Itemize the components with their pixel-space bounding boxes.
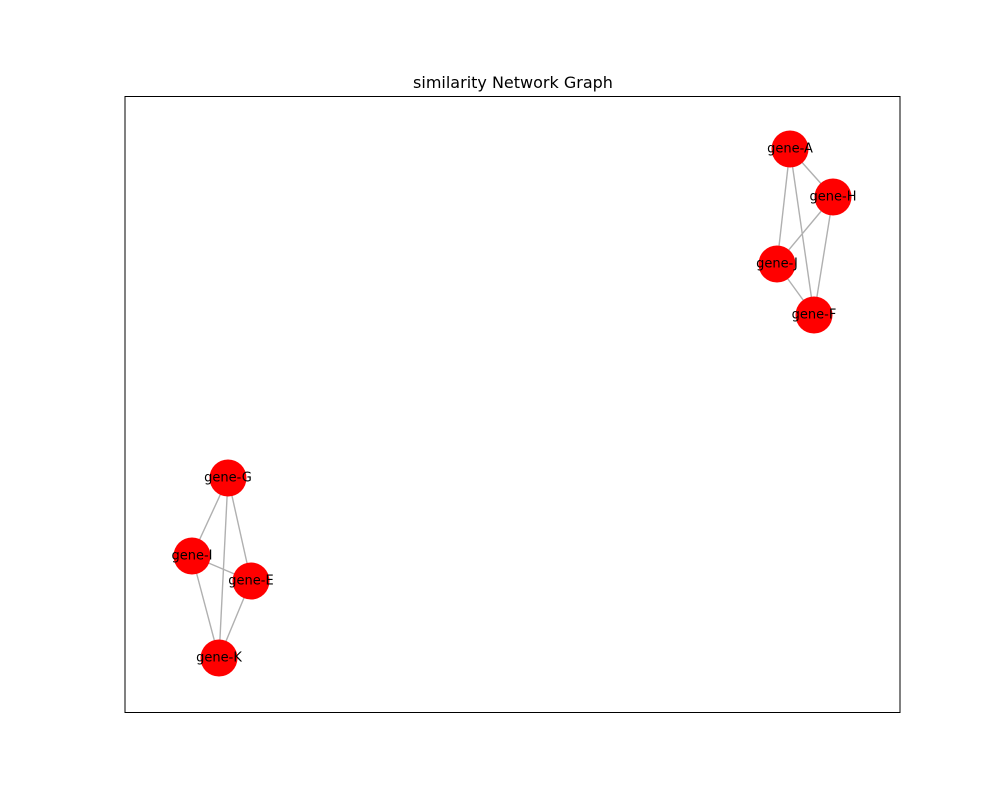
node-label: gene-I xyxy=(171,549,212,564)
node-marker xyxy=(200,639,238,677)
node-gene-K: gene-K xyxy=(196,639,242,677)
node-gene-I: gene-I xyxy=(171,537,213,575)
node-gene-F: gene-F xyxy=(792,296,837,334)
node-gene-G: gene-G xyxy=(204,459,252,497)
node-label: gene-F xyxy=(792,308,837,323)
graph-title: similarity Network Graph xyxy=(413,73,613,92)
node-marker xyxy=(795,296,833,334)
node-gene-E: gene-E xyxy=(228,562,274,600)
node-label: gene-A xyxy=(767,142,813,157)
node-label: gene-K xyxy=(196,651,242,666)
node-label: gene-E xyxy=(228,574,273,589)
edge-gene-H-gene-F xyxy=(813,196,834,316)
node-marker xyxy=(814,178,852,216)
node-gene-H: gene-H xyxy=(810,178,857,216)
plot-frame xyxy=(124,96,901,713)
node-marker xyxy=(173,537,211,575)
node-marker xyxy=(209,459,247,497)
node-label: gene-H xyxy=(810,190,857,205)
node-label: gene-J xyxy=(756,257,798,272)
nodes-layer: gene-A gene-H gene-J gene-F gene-G gene-I gene… xyxy=(171,130,857,677)
node-marker xyxy=(771,130,809,168)
node-gene-J: gene-J xyxy=(756,245,798,283)
edge-gene-A-gene-J xyxy=(776,148,791,265)
node-label: gene-G xyxy=(204,471,252,486)
edge-gene-G-gene-K xyxy=(218,477,229,659)
node-marker xyxy=(232,562,270,600)
edge-gene-A-gene-F xyxy=(789,148,815,316)
node-gene-A: gene-A xyxy=(767,130,813,168)
node-marker xyxy=(758,245,796,283)
